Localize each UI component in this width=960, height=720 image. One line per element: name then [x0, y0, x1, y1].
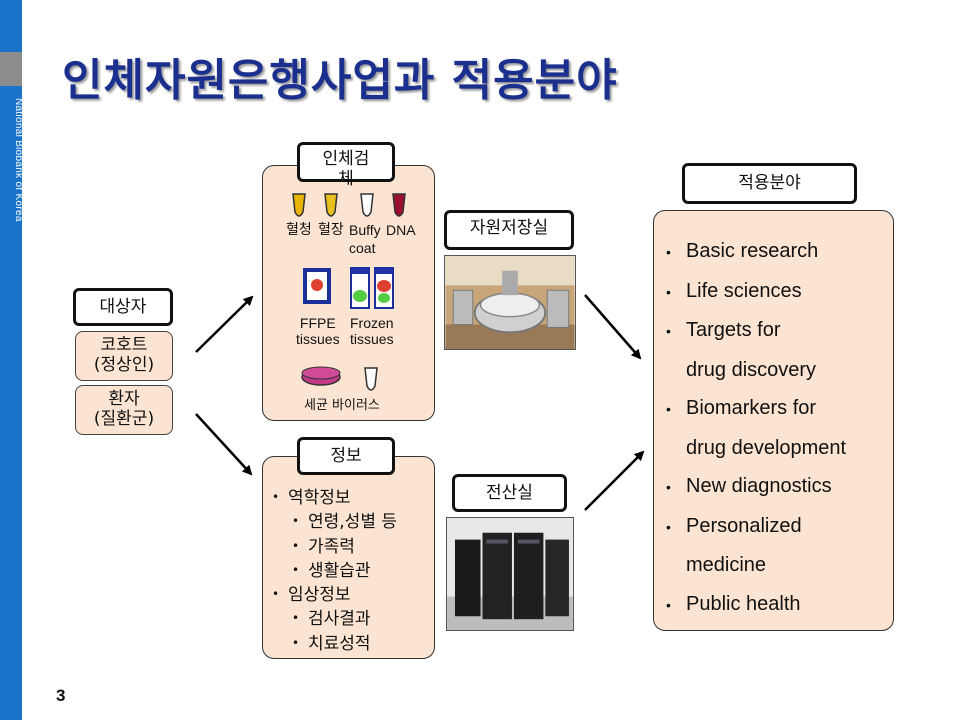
application-item-continued: medicine — [686, 554, 767, 576]
subjects-label: 대상자 — [73, 288, 173, 326]
application-item: •Public health — [666, 592, 801, 615]
specimens-label-text: 인체검체 — [322, 149, 370, 189]
dna-label: DNA — [386, 222, 416, 238]
serum-tube-icon — [292, 193, 306, 217]
storage-label-text: 자원저장실 — [469, 218, 549, 238]
info-item: •치료성적 — [292, 633, 371, 654]
specimens-box — [262, 165, 435, 421]
info-list: •역학정보 •연령,성별 등 •가족력 •생활습관 •임상정보 •검사결과 •치… — [272, 486, 397, 656]
buffy-tube-icon — [360, 193, 374, 217]
ffpe-label-2: tissues — [296, 331, 340, 347]
info-item: •임상정보 — [272, 584, 351, 605]
plasma-label: 혈장 — [318, 222, 344, 238]
application-item: •Personalized — [666, 514, 802, 537]
virus-tube-icon — [364, 367, 378, 391]
applications-label: 적용분야 — [682, 163, 857, 204]
serum-label: 혈청 — [286, 222, 312, 238]
plasma-tube-icon — [324, 193, 338, 217]
applications-box — [653, 210, 894, 631]
application-item: •Basic research — [666, 240, 819, 262]
arrow-subjects-to-specimens — [195, 295, 254, 353]
application-item: •Targets for — [666, 319, 781, 341]
cohort-line2: (정상인) — [93, 355, 155, 375]
ffpe-label-1: FFPE — [299, 315, 336, 331]
info-item: •생활습관 — [292, 560, 371, 581]
application-item: •New diagnostics — [666, 475, 832, 497]
storage-room-photo — [444, 255, 576, 350]
sidebar-accent — [0, 52, 22, 86]
patients-box: 환자 (질환군) — [75, 385, 173, 435]
dna-tube-icon — [392, 193, 406, 217]
cohort-box: 코호트 (정상인) — [75, 331, 173, 381]
application-item-continued: drug discovery — [686, 358, 817, 381]
buffy-label-2: coat — [349, 240, 376, 256]
microbes-label: 세균 바이러스 — [304, 398, 380, 413]
applications-list: •Basic research •Life sciences •Targets … — [666, 232, 846, 624]
frozen-label-2: tissues — [350, 331, 394, 347]
page-title: 인체자원은행사업과 적용분야 — [62, 55, 618, 106]
computing-label: 전산실 — [452, 474, 567, 512]
computing-room-photo — [446, 517, 574, 631]
buffy-label-1: Buffy — [349, 222, 381, 238]
patients-line1: 환자 — [108, 389, 140, 409]
frozen-label-1: Frozen — [350, 315, 394, 331]
frozen-label: Frozen tissues — [350, 315, 394, 347]
info-item: •연령,성별 등 — [292, 512, 398, 532]
info-item: •검사결과 — [292, 609, 371, 629]
info-label: 정보 — [297, 437, 395, 475]
info-item: •가족력 — [292, 536, 355, 557]
storage-label: 자원저장실 — [444, 210, 574, 250]
application-item: •Life sciences — [666, 279, 802, 302]
patients-line2: (질환군) — [93, 409, 155, 429]
info-item: •역학정보 — [272, 487, 351, 508]
arrow-computing-to-applications — [584, 450, 645, 511]
ffpe-label: FFPE tissues — [296, 315, 340, 347]
page-number: 3 — [56, 686, 66, 705]
sidebar-bar — [0, 0, 22, 720]
specimens-label: 인체검체 — [297, 142, 395, 189]
application-item-continued: drug development — [686, 436, 847, 459]
arrow-subjects-to-info — [195, 413, 253, 476]
application-item: •Biomarkers for — [666, 397, 817, 419]
cohort-line1: 코호트 — [100, 335, 148, 355]
arrow-storage-to-applications — [584, 294, 642, 360]
info-box — [262, 456, 435, 659]
sidebar-text: National Biobank of Korea — [13, 98, 24, 222]
